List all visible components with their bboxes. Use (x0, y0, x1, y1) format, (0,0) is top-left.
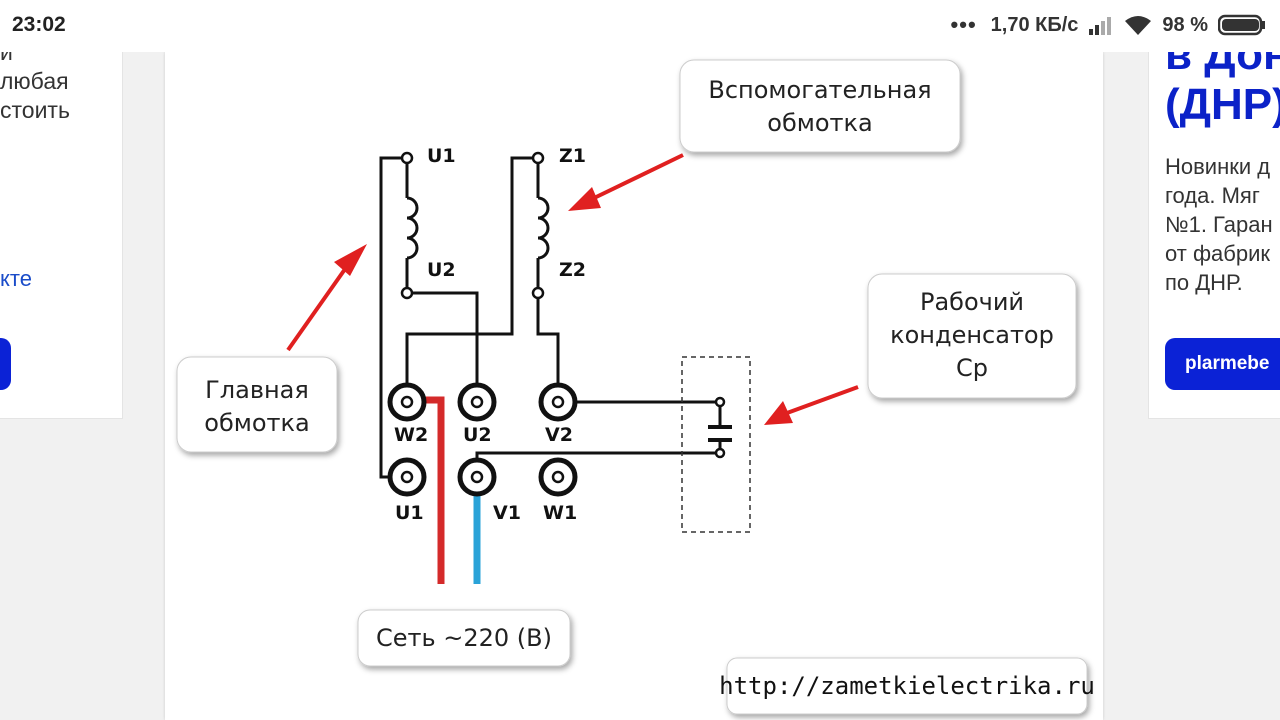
right-ad-desc-line: по ДНР. (1165, 270, 1243, 295)
coil-label-u1: U1 (427, 145, 456, 167)
callout-network: Сеть ~220 (В) (357, 609, 571, 667)
coil-label-z1: Z1 (559, 145, 586, 167)
aux-winding-line1: Вспомогательная (708, 76, 931, 104)
status-time: 23:02 (12, 13, 66, 36)
aux-winding-line2: обмотка (767, 109, 872, 137)
terminal-label-w2: W2 (394, 424, 428, 446)
left-ad-text: и любая стоить (0, 52, 70, 125)
phase-wire (421, 396, 445, 584)
terminal-block (387, 382, 578, 497)
terminal-label-u1: U1 (395, 502, 424, 524)
left-ad-line: стоить (0, 97, 70, 123)
right-ad-title-line: в Дон (1165, 52, 1280, 79)
notification-dots: ••• (950, 12, 977, 37)
capacitor-line1: Рабочий (920, 288, 1024, 316)
main-winding-line2: обмотка (204, 409, 309, 437)
left-ad-link[interactable]: кте (0, 266, 32, 291)
right-ad-card[interactable]: в Дон (ДНР) Новинки д года. Мяг №1. Гара… (1148, 52, 1280, 419)
right-ad-desc-line: Новинки д (1165, 154, 1271, 179)
status-right: ••• 1,70 КБ/с 98 % (951, 12, 1266, 38)
callout-capacitor: Рабочий конденсатор Ср (867, 273, 1077, 399)
capacitor-frame (681, 356, 751, 533)
terminal-label-v1: V1 (493, 502, 521, 524)
wiring-diagram: U1 U2 Z1 Z2 W2 U2 V2 U1 V1 W1 (176, 59, 1095, 715)
diagram-card: U1 U2 Z1 Z2 W2 U2 V2 U1 V1 W1 (165, 52, 1103, 720)
coil-label-z2: Z2 (559, 259, 586, 281)
terminal-label-v2: V2 (545, 424, 573, 446)
right-ad-title-line: (ДНР) (1165, 80, 1280, 129)
arrow-aux-winding (568, 153, 684, 211)
left-ad-line: и (0, 52, 13, 65)
right-ad-description: Новинки д года. Мяг №1. Гаран от фабрик … (1165, 152, 1273, 297)
terminal-u1 (387, 457, 427, 497)
main-winding-line1: Главная (205, 376, 309, 404)
terminal-v2 (538, 382, 578, 422)
net-speed: 1,70 КБ/с (990, 13, 1079, 36)
terminal-v1 (457, 457, 497, 497)
signal-icon (1088, 15, 1114, 35)
arrow-main-winding (286, 244, 367, 352)
capacitor-line2: конденсатор (890, 321, 1054, 349)
source-url-box: http://zametkielectrika.ru (719, 657, 1095, 715)
callout-aux-winding: Вспомогательная обмотка (679, 59, 961, 153)
right-ad-desc-line: №1. Гаран (1165, 212, 1273, 237)
source-url: http://zametkielectrika.ru (719, 672, 1095, 700)
terminal-u2 (457, 382, 497, 422)
left-ad-button[interactable] (0, 338, 11, 390)
wifi-icon (1124, 14, 1152, 36)
arrows (286, 153, 859, 425)
terminal-label-w1: W1 (543, 502, 577, 524)
terminal-label-u2: U2 (463, 424, 492, 446)
right-ad-title: в Дон (ДНР) (1165, 52, 1280, 130)
arrow-capacitor (764, 385, 859, 425)
callout-main-winding: Главная обмотка (176, 356, 338, 453)
terminal-w2 (387, 382, 427, 422)
network-label: Сеть ~220 (В) (376, 624, 552, 652)
left-ad-line: любая (0, 68, 69, 94)
battery-percent: 98 % (1162, 13, 1208, 36)
right-ad-button[interactable]: plarmebe (1165, 338, 1280, 390)
capacitor-line3: Ср (956, 354, 988, 382)
right-ad-desc-line: года. Мяг (1165, 183, 1260, 208)
status-bar: 23:02 ••• 1,70 КБ/с 98 % (0, 0, 1280, 52)
right-ad-desc-line: от фабрик (1165, 241, 1271, 266)
coil-nodes (400, 151, 726, 459)
terminal-w1 (538, 457, 578, 497)
left-ad-card[interactable]: и любая стоить кте (0, 52, 123, 419)
battery-icon (1218, 14, 1266, 36)
coil-label-u2: U2 (427, 259, 456, 281)
